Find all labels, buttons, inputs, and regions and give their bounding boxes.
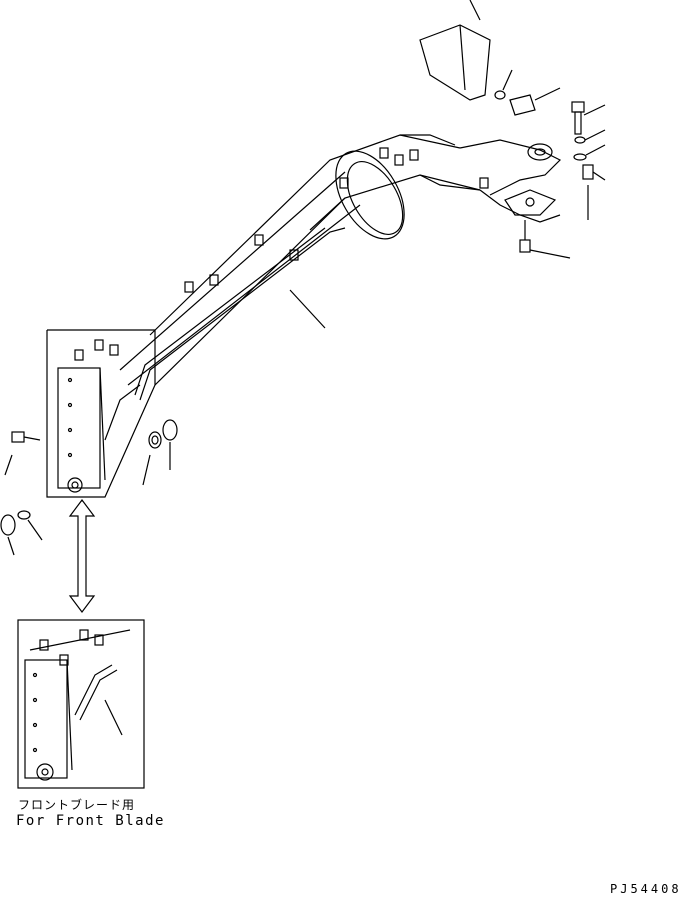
boom-frame bbox=[119, 134, 562, 386]
inset-frame bbox=[17, 619, 145, 789]
grease-fitting bbox=[519, 220, 571, 259]
drawing-number: PJ54408 bbox=[610, 882, 681, 896]
inset-caption-english: For Front Blade bbox=[16, 813, 165, 829]
leader-line bbox=[289, 289, 326, 329]
studs bbox=[184, 147, 489, 293]
inset-caption-japanese: フロントブレード用 bbox=[18, 798, 136, 812]
double-arrow bbox=[68, 499, 96, 613]
guard-cover bbox=[419, 0, 491, 101]
side-fittings bbox=[0, 419, 178, 556]
detail-box bbox=[46, 329, 156, 498]
bolts-washers bbox=[494, 69, 606, 220]
flange-plate bbox=[335, 150, 405, 240]
hydraulic-pipe bbox=[134, 227, 346, 401]
pivot-bracket bbox=[504, 143, 557, 216]
